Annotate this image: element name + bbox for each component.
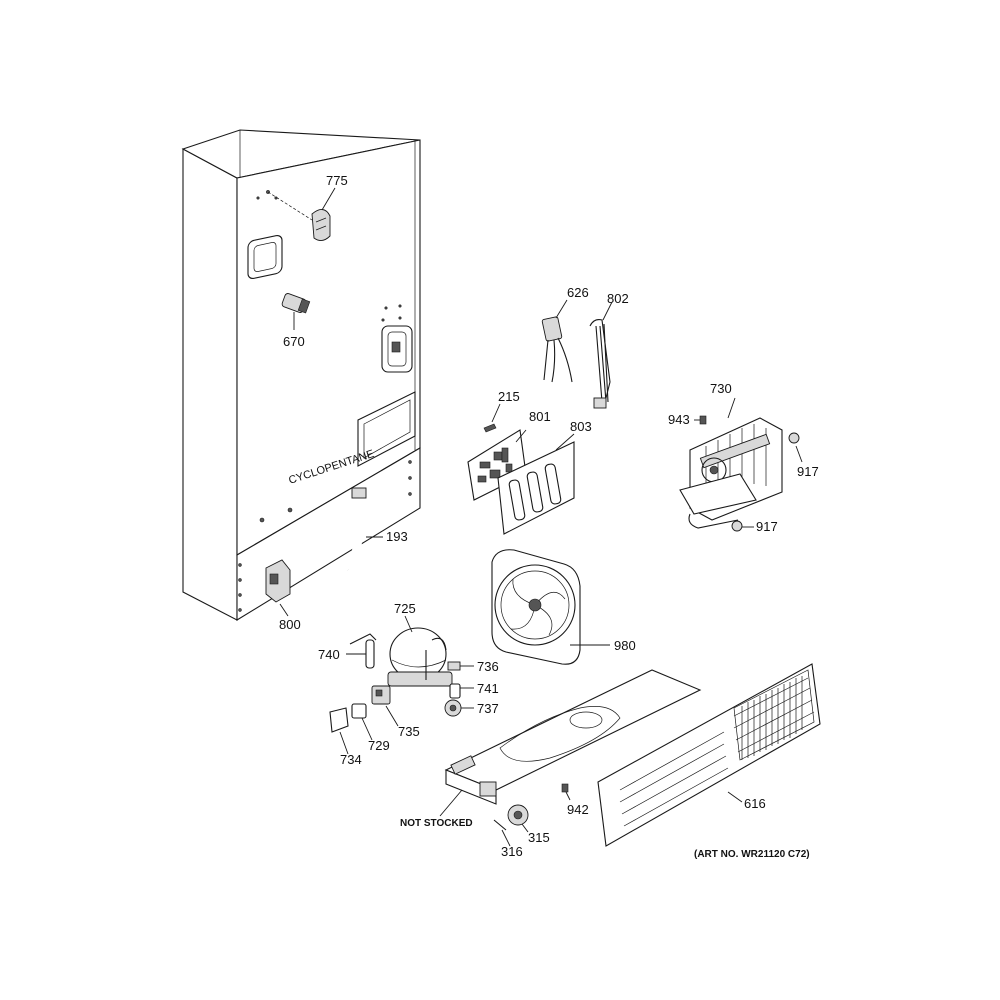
part-980-fan-shroud xyxy=(491,549,610,665)
part-917-grommet-lower xyxy=(731,520,754,532)
callout-316: 316 xyxy=(501,844,523,859)
not-stocked-label: NOT STOCKED xyxy=(400,818,473,829)
callout-215: 215 xyxy=(498,389,520,404)
callout-labels: 775 670 626 802 215 801 803 730 943 917 … xyxy=(279,173,819,860)
callout-729: 729 xyxy=(368,738,390,753)
callout-775: 775 xyxy=(326,173,348,188)
part-215-fastener xyxy=(483,403,501,433)
callout-803: 803 xyxy=(570,419,592,434)
part-670-fitting xyxy=(281,293,311,330)
part-943-screw xyxy=(694,415,707,425)
callout-740: 740 xyxy=(318,647,340,662)
callout-670: 670 xyxy=(283,334,305,349)
part-775-bracket xyxy=(267,187,336,241)
part-942-screw xyxy=(561,783,571,801)
callout-193: 193 xyxy=(386,529,408,544)
part-316-axle xyxy=(493,819,511,847)
part-734-insulator xyxy=(329,707,349,755)
part-193-drain-tube xyxy=(344,487,383,572)
callout-800: 800 xyxy=(279,617,301,632)
part-725-compressor xyxy=(387,615,453,687)
callout-626: 626 xyxy=(567,285,589,300)
part-736-bracket xyxy=(447,661,474,671)
callout-734: 734 xyxy=(340,752,362,767)
part-735-relay xyxy=(371,685,399,727)
part-729-cover xyxy=(351,703,373,741)
callout-942: 942 xyxy=(567,802,589,817)
callout-730: 730 xyxy=(710,381,732,396)
cabinet-back: CYCLOPENTANE xyxy=(181,129,421,621)
callout-737: 737 xyxy=(477,701,499,716)
callout-736: 736 xyxy=(477,659,499,674)
art-number-label: (ART NO. WR21120 C72) xyxy=(694,849,810,860)
part-626-harness xyxy=(541,299,573,383)
callout-616: 616 xyxy=(744,796,766,811)
callout-315: 315 xyxy=(528,830,550,845)
part-315-wheel xyxy=(507,804,529,833)
part-737-grommet xyxy=(444,699,474,717)
callout-725: 725 xyxy=(394,601,416,616)
callout-802: 802 xyxy=(607,291,629,306)
callout-943: 943 xyxy=(668,412,690,427)
part-741-sleeve xyxy=(449,683,474,699)
part-917-grommet-upper xyxy=(788,432,803,463)
part-616-grille xyxy=(597,663,821,847)
part-802-harness xyxy=(589,301,613,409)
callout-917-lower: 917 xyxy=(756,519,778,534)
part-800-relay xyxy=(265,559,291,617)
part-803-board-cover xyxy=(497,433,575,535)
callout-980: 980 xyxy=(614,638,636,653)
callout-917-upper: 917 xyxy=(797,464,819,479)
part-730-evaporator xyxy=(679,397,783,529)
callout-801: 801 xyxy=(529,409,551,424)
callout-735: 735 xyxy=(398,724,420,739)
base-pan xyxy=(439,669,702,817)
part-740-dryer xyxy=(346,633,377,669)
callout-741: 741 xyxy=(477,681,499,696)
